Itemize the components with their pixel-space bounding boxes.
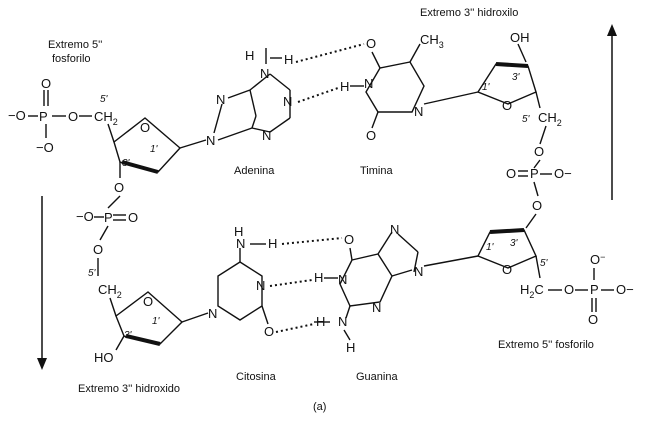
label-3-end-top-right: Extremo 3'' hidroxilo (420, 7, 518, 19)
svg-text:O: O (41, 76, 51, 91)
svg-text:3': 3' (512, 72, 521, 83)
svg-text:N: N (414, 104, 423, 119)
sugar-top-right: O 1' 3' OH 5' CH2 O (476, 30, 562, 159)
svg-text:O: O (140, 120, 150, 135)
cytosine-label: Citosina (236, 371, 277, 383)
svg-text:CH2: CH2 (538, 110, 562, 128)
svg-text:O: O (93, 242, 103, 257)
sugar-bottom-right: O 1' 3' 5' H2C O P O− O− O (477, 228, 634, 327)
svg-text:O: O (502, 262, 512, 277)
svg-text:H: H (234, 224, 243, 239)
guanine-structure: O H N N N N N H H Guanina (314, 222, 479, 383)
adenine-structure: N N N N N H H Adenina (206, 43, 365, 177)
svg-text:O: O (534, 144, 544, 159)
svg-text:3': 3' (122, 158, 131, 169)
svg-text:−O: −O (76, 209, 94, 224)
svg-text:1': 1' (150, 144, 159, 155)
svg-text:N: N (372, 300, 381, 315)
svg-text:5': 5' (540, 258, 549, 269)
svg-text:P: P (530, 166, 539, 181)
svg-text:CH2: CH2 (98, 282, 122, 300)
svg-text:N: N (283, 94, 292, 109)
svg-text:H: H (340, 79, 349, 94)
svg-text:P: P (590, 282, 599, 297)
svg-text:−O: −O (8, 108, 26, 123)
svg-text:3': 3' (124, 330, 133, 341)
svg-text:O: O (114, 180, 124, 195)
sugar-bottom-left: O 1' 3' HO (94, 291, 209, 365)
svg-text:O: O (366, 128, 376, 143)
svg-text:H: H (346, 340, 355, 355)
svg-text:1': 1' (482, 82, 491, 93)
phosphate-right-middle: O P O− O (506, 159, 572, 229)
svg-text:N: N (206, 133, 215, 148)
svg-text:N: N (338, 314, 347, 329)
svg-text:O: O (344, 232, 354, 247)
svg-text:O−: O− (616, 282, 634, 297)
svg-text:5': 5' (88, 268, 97, 279)
label-5-end-top-left-2: fosforilo (52, 53, 91, 65)
svg-text:H: H (284, 52, 293, 67)
svg-text:P: P (39, 109, 48, 124)
svg-text:H: H (316, 314, 325, 329)
up-arrow-icon (607, 24, 617, 200)
svg-text:N: N (216, 92, 225, 107)
label-5-end-bottom-right: Extremo 5'' fosforilo (498, 339, 594, 351)
thymine-label: Timina (360, 165, 393, 177)
svg-text:O: O (588, 312, 598, 327)
phosphate-left-middle: −O P O O 5' CH2 (76, 195, 138, 300)
label-5-end-top-left: Extremo 5'' (48, 39, 102, 51)
svg-text:OH: OH (510, 30, 530, 45)
svg-text:H2C: H2C (520, 282, 544, 300)
svg-text:O: O (532, 198, 542, 213)
svg-text:O: O (68, 109, 78, 124)
svg-text:N: N (414, 264, 423, 279)
svg-text:1': 1' (486, 242, 495, 253)
phosphate-top-left: −O P O −O O CH2 5' (8, 76, 118, 155)
svg-text:H: H (314, 270, 323, 285)
svg-text:H: H (268, 236, 277, 251)
svg-text:O: O (128, 210, 138, 225)
svg-text:N: N (390, 222, 399, 237)
svg-text:N: N (236, 236, 245, 251)
svg-text:N: N (262, 128, 271, 143)
svg-text:HO: HO (94, 350, 114, 365)
down-arrow-icon (37, 196, 47, 370)
svg-text:O−: O− (590, 252, 605, 267)
svg-text:O: O (564, 282, 574, 297)
svg-text:P: P (104, 210, 113, 225)
svg-text:5': 5' (522, 114, 531, 125)
cytosine-structure: N N N H H O Citosina (208, 224, 343, 383)
svg-text:−O: −O (36, 140, 54, 155)
svg-text:5': 5' (100, 94, 109, 105)
svg-text:N: N (260, 66, 269, 81)
svg-text:3': 3' (510, 238, 519, 249)
svg-text:N: N (364, 76, 373, 91)
svg-text:CH2: CH2 (94, 109, 118, 127)
svg-text:O: O (264, 324, 274, 339)
svg-text:N: N (256, 278, 265, 293)
thymine-structure: O H N N CH3 O Timina (340, 32, 479, 177)
svg-text:N: N (208, 306, 217, 321)
svg-text:O−: O− (554, 166, 572, 181)
svg-text:H: H (245, 48, 254, 63)
svg-text:O: O (502, 98, 512, 113)
sugar-top-left: O 1' 3' O (107, 117, 207, 195)
adenine-label: Adenina (234, 165, 275, 177)
svg-text:O: O (143, 294, 153, 309)
svg-text:CH3: CH3 (420, 32, 444, 50)
svg-text:O: O (366, 36, 376, 51)
svg-text:O: O (506, 166, 516, 181)
guanine-label: Guanina (356, 371, 398, 383)
figure-caption: (a) (313, 401, 326, 413)
label-3-end-bottom-left: Extremo 3'' hidroxido (78, 383, 180, 395)
svg-text:1': 1' (152, 316, 161, 327)
